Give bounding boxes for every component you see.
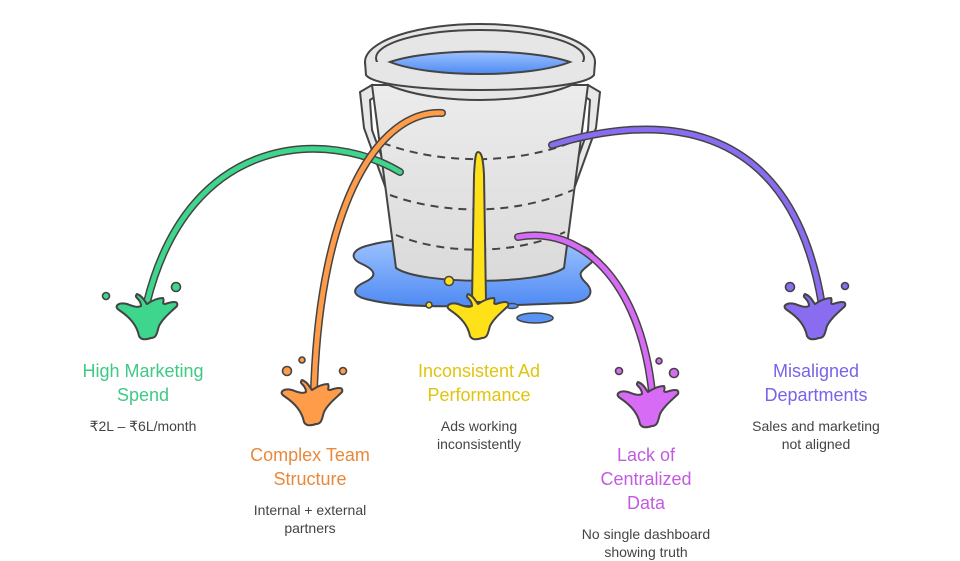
stream-lack-of-centralized-data-fill	[515, 233, 655, 395]
stream-misaligned-departments-fill	[549, 126, 825, 308]
splash-inconsistent-ad-performance	[425, 275, 510, 341]
splash-lack-of-centralized-data	[614, 357, 680, 429]
splash-complex-team-structure	[280, 356, 348, 427]
stream-misaligned-departments	[548, 125, 826, 309]
stream-inconsistent-ad-performance	[470, 150, 488, 303]
leak-inconsistent-ad-performance: Inconsistent Ad Performance Ads working …	[389, 359, 569, 453]
leak-lack-of-centralized-data: Lack of Centralized Data No single dashb…	[556, 443, 736, 561]
leak-title: Complex Team Structure	[250, 445, 370, 489]
splash-shape	[446, 293, 510, 341]
leak-description: ₹2L – ₹6L/month	[89, 418, 197, 434]
leak-description: Internal + external partners	[253, 502, 367, 536]
leak-title: Misaligned Departments	[764, 361, 868, 405]
splash-droplet	[298, 356, 306, 364]
leak-complex-team-structure: Complex Team Structure Internal + extern…	[220, 443, 400, 537]
splash-droplet	[101, 291, 111, 301]
leak-title: Lack of Centralized Data	[600, 445, 692, 513]
leak-misaligned-departments: Misaligned Departments Sales and marketi…	[726, 359, 906, 453]
leak-description: Sales and marketing not aligned	[752, 418, 880, 452]
leak-streams	[143, 108, 826, 396]
splash-shape	[783, 293, 847, 341]
splash-droplet	[668, 367, 680, 379]
stream-complex-team-structure-fill	[311, 110, 445, 393]
splash-shape	[616, 381, 680, 429]
leak-description: Ads working inconsistently	[436, 418, 522, 452]
splash-droplet	[425, 301, 433, 309]
splash-high-marketing-spend	[101, 281, 182, 341]
leak-high-marketing-spend: High Marketing Spend ₹2L – ₹6L/month	[53, 359, 233, 435]
leak-description: No single dashboard showing truth	[581, 526, 711, 560]
leak-title: Inconsistent Ad Performance	[417, 361, 541, 405]
splash-droplet	[281, 365, 293, 377]
splash-droplet	[614, 366, 624, 376]
splash-droplet	[784, 281, 796, 293]
splash-droplet	[655, 357, 663, 365]
splashes	[101, 275, 850, 429]
splash-droplet	[170, 281, 182, 293]
splash-shape	[280, 379, 344, 427]
splash-droplet	[840, 281, 850, 291]
splash-misaligned-departments	[783, 281, 850, 341]
leak-title: High Marketing Spend	[82, 361, 204, 405]
splash-shape	[115, 293, 179, 341]
splash-droplet	[443, 275, 455, 287]
splash-droplet	[338, 366, 348, 376]
